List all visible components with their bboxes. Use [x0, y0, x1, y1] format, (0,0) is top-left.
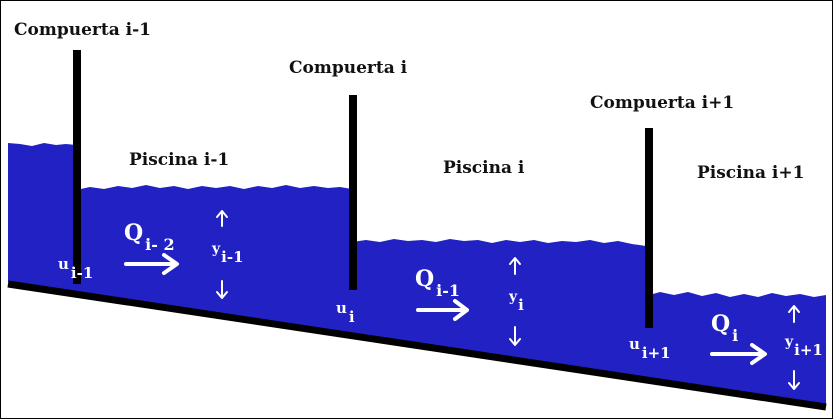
gate-post-2 — [349, 95, 357, 290]
gate-post-3 — [645, 128, 653, 328]
flow-arrow-icon — [124, 253, 179, 275]
gate-label-1: Compuerta i-1 — [14, 20, 152, 40]
depth-up-arrow-icon — [216, 210, 228, 227]
gate-label-3: Compuerta i+1 — [590, 93, 735, 113]
flow-arrow-icon — [710, 343, 767, 365]
depth-up-arrow-icon — [509, 257, 521, 275]
depth-down-arrow-icon — [509, 326, 521, 346]
flow-arrow-icon — [416, 299, 469, 321]
gate-post-1 — [73, 50, 81, 284]
depth-up-arrow-icon — [788, 305, 800, 323]
water-body — [8, 143, 826, 405]
depth-label-2: yi — [509, 289, 524, 314]
depth-label-3: yi+1 — [785, 334, 823, 359]
depth-down-arrow-icon — [216, 280, 228, 299]
depth-down-arrow-icon — [788, 370, 800, 390]
pool-label-1: Piscina i-1 — [129, 150, 230, 170]
pool-label-2: Piscina i — [443, 158, 525, 178]
pool-label-3: Piscina i+1 — [697, 163, 805, 183]
depth-label-1: yi-1 — [212, 241, 244, 266]
gate-label-2: Compuerta i — [289, 58, 408, 78]
canal-bed — [7, 280, 827, 411]
